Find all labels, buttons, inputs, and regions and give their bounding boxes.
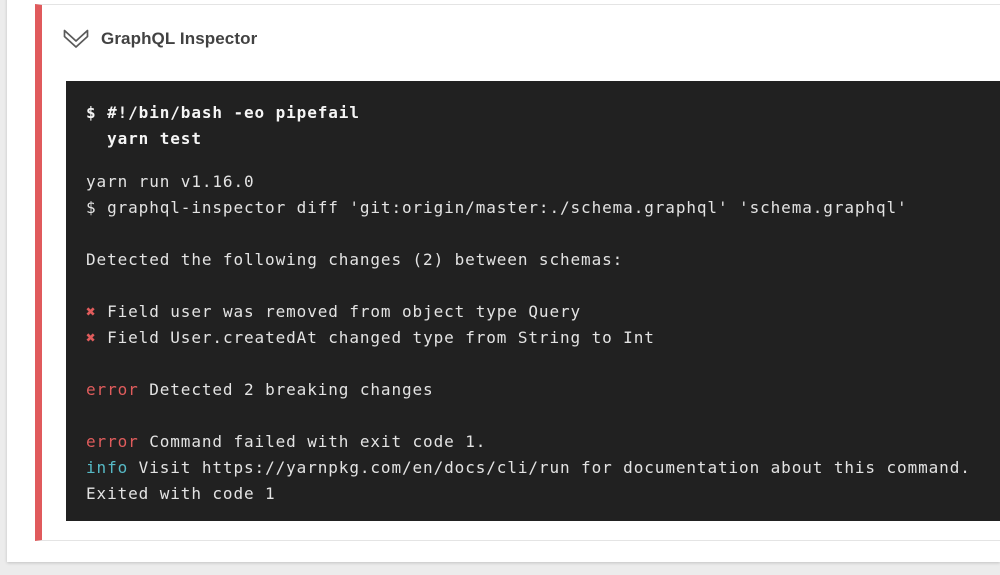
terminal-line: error Detected 2 breaking changes [86, 380, 434, 399]
terminal-line [86, 221, 984, 247]
terminal-line [86, 403, 984, 429]
terminal-line: $ graphql-inspector diff 'git:origin/mas… [86, 198, 908, 217]
terminal-command-block: $ #!/bin/bash -eo pipefail yarn test [86, 100, 984, 152]
terminal-line: Exited with code 1 [86, 484, 276, 503]
build-step-card-failed: GraphQL Inspector $ #!/bin/bash -eo pipe… [35, 4, 1000, 541]
terminal-output: $ #!/bin/bash -eo pipefail yarn test yar… [66, 81, 1000, 521]
step-header-graphql-inspector[interactable]: GraphQL Inspector [42, 5, 1000, 67]
build-content-panel: GraphQL Inspector $ #!/bin/bash -eo pipe… [7, 0, 1000, 562]
terminal-line: info Visit https://yarnpkg.com/en/docs/c… [86, 458, 971, 477]
terminal-line [86, 351, 984, 377]
terminal-line: ✖ Field user was removed from object typ… [86, 302, 582, 321]
double-chevron-down-icon [63, 29, 89, 48]
terminal-line: ✖ Field User.createdAt changed type from… [86, 328, 655, 347]
terminal-line: Detected the following changes (2) betwe… [86, 250, 624, 269]
terminal-line: yarn test [86, 129, 202, 148]
terminal-line: yarn run v1.16.0 [86, 172, 255, 191]
terminal-line: $ #!/bin/bash -eo pipefail [86, 103, 360, 122]
terminal-output-block: yarn run v1.16.0 $ graphql-inspector diff… [86, 169, 984, 507]
step-title: GraphQL Inspector [101, 29, 258, 48]
terminal-line: error Command failed with exit code 1. [86, 432, 487, 451]
terminal-line [86, 273, 984, 299]
collapse-step-button[interactable] [62, 28, 90, 50]
